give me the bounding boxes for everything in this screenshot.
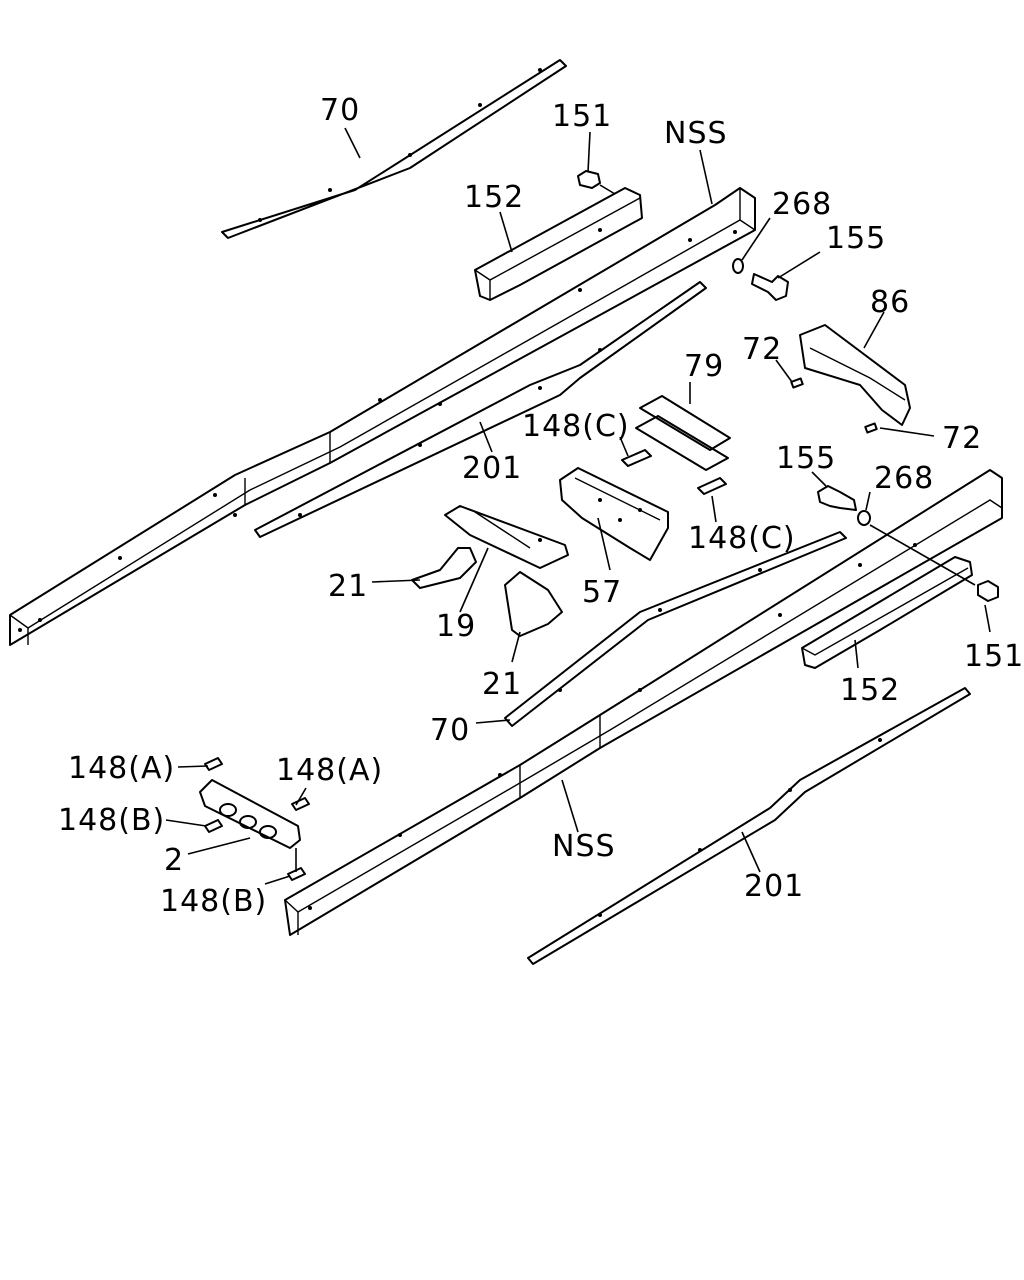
label-148c-upper: 148(C) [522, 409, 630, 444]
label-70-upper: 70 [320, 93, 360, 128]
label-268-lower: 268 [874, 461, 934, 496]
leader-lines [165, 127, 991, 885]
label-201-upper: 201 [462, 451, 522, 486]
bolt-holes [18, 68, 917, 917]
crossmember-2 [199, 779, 301, 849]
lower-washer [857, 510, 871, 526]
label-268-upper: 268 [772, 187, 832, 222]
label-148b-upper: 148(B) [58, 803, 165, 838]
label-151-upper: 151 [552, 99, 612, 134]
upper-reinforcement-plate [254, 281, 707, 538]
lower-nut [977, 580, 999, 602]
bracket-21-right [504, 571, 563, 637]
lower-frame-rail [284, 469, 1003, 936]
label-148a-right: 148(A) [276, 753, 383, 788]
label-148b-lower: 148(B) [160, 884, 267, 919]
callout-labels: 70 151 NSS 152 268 155 86 72 79 72 148(C… [58, 93, 1024, 919]
upper-gusset-plate [221, 59, 567, 239]
label-155-lower: 155 [776, 441, 836, 476]
shim-72 [790, 377, 878, 434]
label-21-left: 21 [328, 569, 368, 604]
label-21-lower: 21 [482, 667, 522, 702]
crossmember-19 [444, 505, 569, 569]
crossmember-57 [559, 467, 669, 561]
label-nss-upper: NSS [664, 116, 728, 151]
label-57: 57 [582, 575, 622, 610]
bracket-21-left [411, 547, 477, 589]
label-2: 2 [164, 843, 184, 878]
label-19: 19 [436, 609, 476, 644]
label-70-lower: 70 [430, 713, 470, 748]
shims-148c [621, 449, 727, 495]
label-86: 86 [870, 285, 910, 320]
label-72-lower: 72 [942, 421, 982, 456]
upper-bolt [751, 273, 789, 301]
label-148a-left: 148(A) [68, 751, 175, 786]
label-72-upper: 72 [742, 332, 782, 367]
label-nss-lower: NSS [552, 829, 616, 864]
lower-gusset-plate [504, 531, 847, 727]
label-79: 79 [684, 349, 724, 384]
lower-bolt [817, 485, 857, 511]
label-201-lower: 201 [744, 869, 804, 904]
upper-channel [474, 187, 643, 301]
lower-channel [801, 556, 973, 669]
label-148c-lower: 148(C) [688, 521, 796, 556]
lower-reinforcement-plate [527, 687, 971, 965]
upper-frame-rail [9, 187, 756, 646]
plates-79 [635, 395, 731, 471]
upper-nut [577, 170, 601, 189]
label-152-lower: 152 [840, 673, 900, 708]
crossmember-86 [799, 324, 911, 426]
label-155-upper: 155 [826, 221, 886, 256]
upper-washer [732, 258, 744, 274]
label-151-lower: 151 [964, 639, 1024, 674]
label-152-upper: 152 [464, 180, 524, 215]
